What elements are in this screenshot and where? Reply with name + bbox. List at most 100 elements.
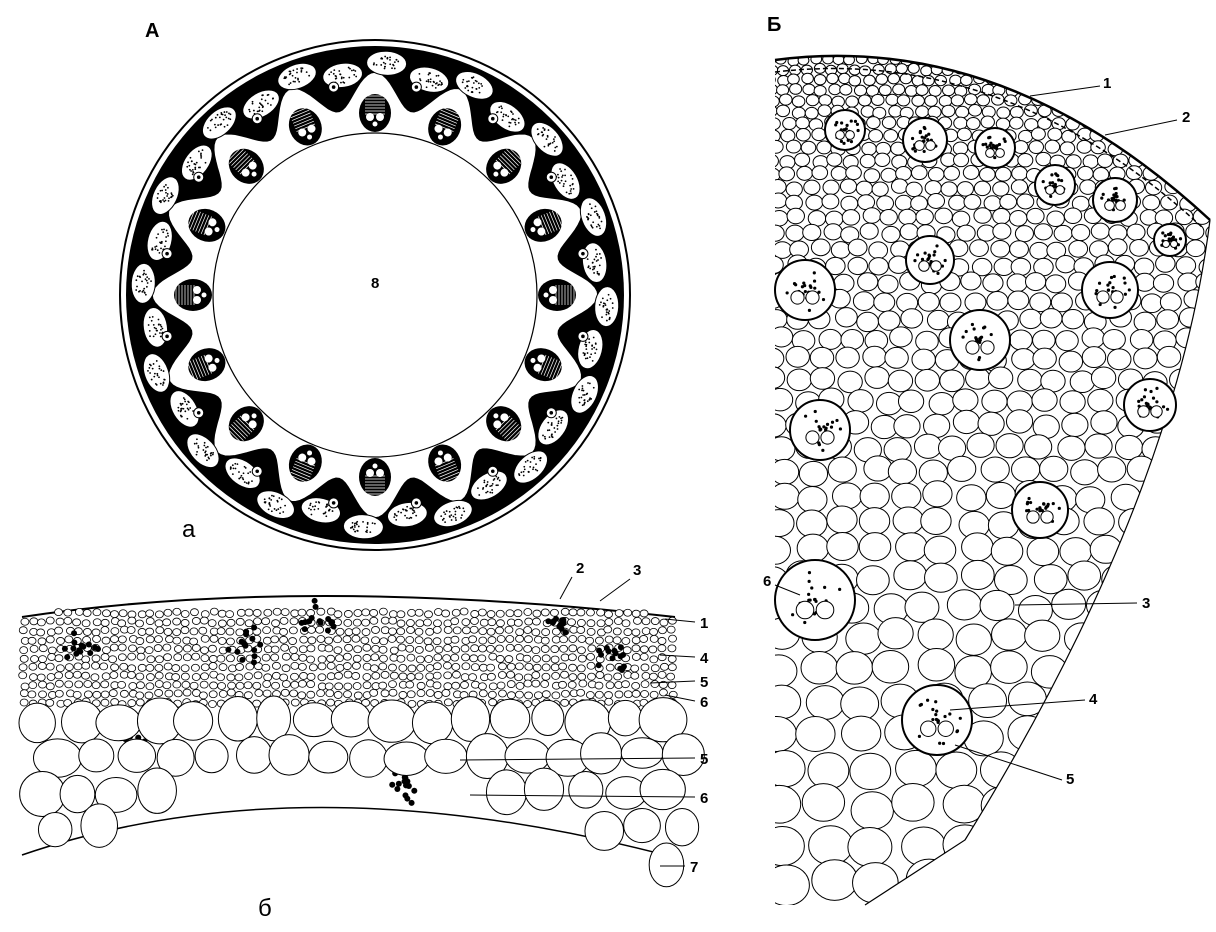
bundle-cell [927,257,930,260]
xylem-vessel [1162,240,1169,247]
parenchyma-cell [1199,435,1216,459]
parenchyma-cell-small [29,663,37,670]
parenchyma-cell-small [407,627,415,634]
bundle-cell [850,119,853,122]
parenchyma-cell-large [532,700,564,735]
parenchyma-cell [1000,194,1017,209]
parenchyma-cell-small [201,664,209,671]
parenchyma-cell [880,209,897,225]
parenchyma-cell-small [218,682,226,689]
parenchyma-cell-small [479,690,487,697]
parenchyma-cell-small [262,654,270,661]
bundle-cell [1152,397,1155,400]
parenchyma-cell [864,456,892,481]
bundle-cell [1004,140,1007,143]
parenchyma-cell-small [75,681,83,688]
parenchyma-cell [997,107,1010,119]
xylem-vessel [376,469,384,477]
parenchyma-cell [863,346,886,367]
parenchyma-cell-small [56,665,64,672]
parenchyma-cell-small [604,611,612,618]
parenchyma-cell [892,483,921,509]
xylem-vessel [193,296,201,304]
parenchyma-cell [1143,195,1160,210]
parenchyma-cell-small [298,680,306,687]
parenchyma-cell [1040,309,1062,328]
parenchyma-cell-small [29,674,37,681]
parenchyma-cell-small [318,663,326,670]
parenchyma-cell [935,54,946,64]
parenchyma-cell-small [84,680,92,687]
parenchyma-cell [996,434,1023,458]
parenchyma-cell-small [136,638,144,645]
bundle-cell [808,571,811,574]
parenchyma-cell-small [568,619,576,626]
parenchyma-cell [818,105,831,117]
bundle-cell [924,252,927,255]
parenchyma-cell-small [93,609,101,616]
parenchyma-cell-small [399,664,407,671]
parenchyma-cell-small [237,609,245,616]
bundle-cell [1102,193,1105,196]
small-bundle-core [255,469,259,473]
parenchyma-cell [857,566,890,595]
parenchyma-cell-small [19,672,27,679]
parenchyma-cell-small [201,673,209,680]
parenchyma-cell-small [190,638,198,645]
parenchyma-cell [1135,86,1147,97]
parenchyma-cell-large [486,770,526,815]
parenchyma-cell [1022,74,1034,84]
parenchyma-cell-small [632,645,640,652]
parenchyma-cell [864,169,880,183]
parenchyma-cell-small [344,610,352,617]
parenchyma-cell-small [433,620,441,627]
bundle-cell [840,140,843,143]
parenchyma-cell-small [174,690,182,697]
parenchyma-cell-small [111,628,119,635]
parenchyma-cell [1193,65,1204,75]
parenchyma-cell [1121,76,1133,86]
dense-cell [239,657,245,663]
parenchyma-cell-small [462,619,470,626]
parenchyma-cell-small [155,656,163,663]
parenchyma-cell [1109,65,1120,75]
parenchyma-cell [889,106,902,118]
parenchyma-cell [882,226,900,242]
parenchyma-cell-small [154,636,162,643]
parenchyma-cell-small [353,683,361,690]
parenchyma-cell [796,129,810,141]
bundle-cell [979,336,982,339]
parenchyma-cell [1034,224,1052,240]
parenchyma-cell-small [325,683,333,690]
parenchyma-cell-small [101,681,109,688]
xylem-vessel [1056,186,1065,195]
parenchyma-cell-small [28,637,36,644]
parenchyma-cell [1035,828,1079,867]
parenchyma-cell-small [561,699,569,706]
parenchyma-cell [1058,84,1070,95]
parenchyma-cell [1126,166,1142,180]
parenchyma-cell [1069,240,1088,257]
parenchyma-cell [1158,593,1192,623]
parenchyma-cell-small [93,619,101,626]
parenchyma-cell [860,223,878,239]
parenchyma-cell [1119,509,1149,536]
parenchyma-cell-small [128,653,136,660]
bundle-cell [1026,501,1029,504]
parenchyma-cell [1025,435,1052,459]
bundle-cell [801,285,804,288]
parenchyma-cell-small [37,629,45,636]
parenchyma-cell [1105,56,1116,66]
parenchyma-cell-small [327,699,335,706]
parenchyma-cell-small [183,645,191,652]
parenchyma-cell [992,64,1003,74]
parenchyma-cell-small [363,682,371,689]
parenchyma-cell-small [271,654,279,661]
parenchyma-cell-small [290,690,298,697]
small-bundle-core [332,85,336,89]
small-bundle-core [415,85,419,89]
parenchyma-cell-small [73,619,81,626]
parenchyma-cell-small [443,662,451,669]
parenchyma-cell [1034,787,1076,825]
dense-cell [596,648,602,654]
